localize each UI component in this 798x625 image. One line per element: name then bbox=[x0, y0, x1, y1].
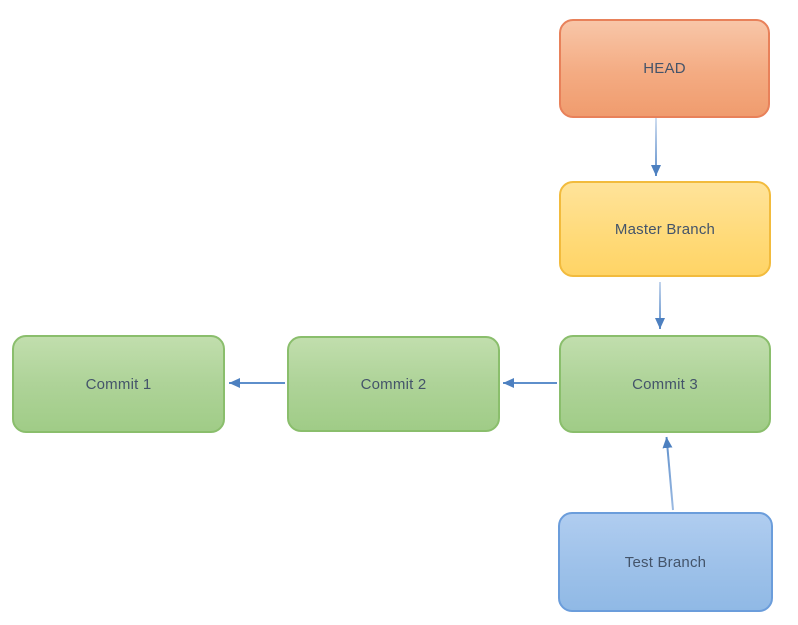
node-test-branch: Test Branch bbox=[558, 512, 773, 612]
node-head: HEAD bbox=[559, 19, 770, 118]
node-commit-2: Commit 2 bbox=[287, 336, 500, 432]
node-master-branch: Master Branch bbox=[559, 181, 771, 277]
edge-test-to-commit3 bbox=[662, 436, 674, 511]
node-commit-3: Commit 3 bbox=[559, 335, 771, 433]
node-commit-1: Commit 1 bbox=[12, 335, 225, 433]
